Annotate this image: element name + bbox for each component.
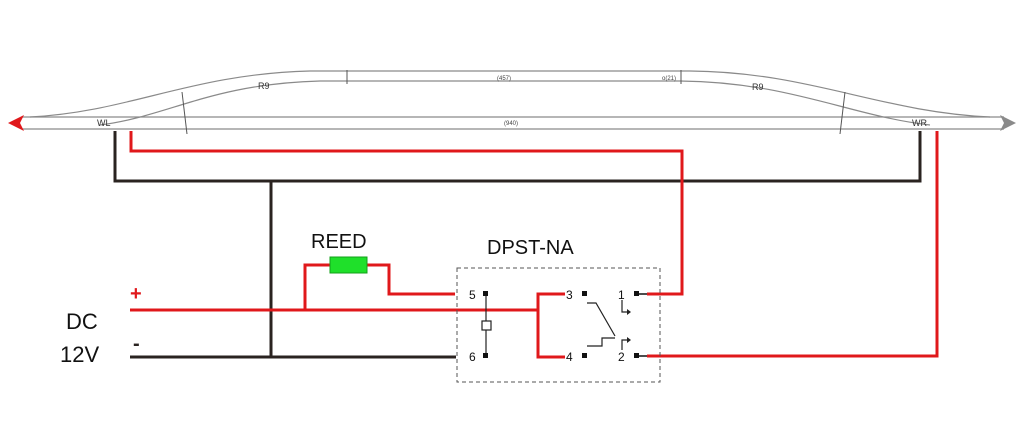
section-divider [839, 91, 846, 135]
red-wires [129, 131, 939, 359]
black-wires [113, 131, 922, 359]
switch-contact-right-lower [621, 339, 627, 350]
reed-switch [329, 256, 368, 274]
relay-coil [481, 320, 492, 331]
left-turnout-label: WL [97, 118, 111, 128]
wire-reed-left [303, 263, 330, 310]
left-curve-label: R9 [258, 81, 270, 91]
upper-short-label: o(21) [662, 76, 676, 82]
wire-wl-to-pin1 [129, 131, 684, 296]
pin-1-label: 1 [618, 288, 625, 302]
relay-label: DPST-NA [487, 237, 574, 259]
pin-4-label: 4 [566, 350, 573, 364]
switch-contact-lower [587, 337, 615, 347]
reed-label: REED [311, 231, 367, 253]
pin-6-label: 6 [469, 350, 476, 364]
left-end-arrow-icon [8, 115, 24, 131]
lower-length-label: (940) [504, 121, 518, 127]
siding-rail-inner [99, 80, 931, 126]
pin-2-terminal [634, 353, 639, 358]
siding-rail-outer [29, 70, 991, 118]
voltage-label: 12V [60, 342, 99, 367]
pin-5-label: 5 [469, 288, 476, 302]
pin-1-terminal [634, 291, 639, 296]
wire-pin3-pin4 [536, 292, 565, 359]
contact-arrow-icon [627, 337, 631, 343]
relay: DPST-NA 5 6 3 4 1 2 [456, 237, 661, 383]
pin-3-label: 3 [566, 288, 573, 302]
dc-label: DC [66, 309, 98, 334]
wire-reed-right [367, 263, 455, 296]
switch-contact-right-upper [621, 300, 627, 313]
pin-4-terminal [582, 353, 587, 358]
contact-arrow-icon [627, 309, 631, 315]
pin-2-label: 2 [618, 350, 625, 364]
switch-contact-upper [587, 302, 616, 337]
upper-length-label: (457) [497, 76, 511, 82]
wire-pin2-to-wr [647, 131, 939, 358]
pin-3-terminal [582, 291, 587, 296]
right-turnout-label: WR [912, 118, 927, 128]
relay-housing [456, 267, 661, 383]
right-end-arrow-icon [1000, 115, 1016, 131]
pin-6-terminal [483, 353, 488, 358]
minus-sign: - [133, 333, 140, 355]
wire-wl-common [113, 131, 922, 183]
section-divider [181, 91, 188, 135]
pin-5-terminal [483, 291, 488, 296]
right-curve-label: R9 [752, 82, 764, 92]
track-layout: WL WR R9 R9 (457) o(21) (940) [8, 70, 1016, 135]
plus-sign: + [130, 283, 142, 305]
